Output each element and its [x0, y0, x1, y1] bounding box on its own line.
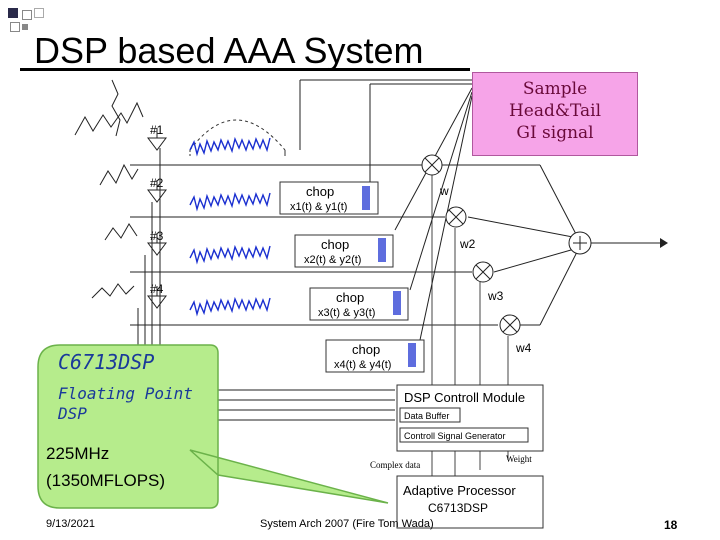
signal-trace-2: [189, 191, 271, 212]
chop-signal-4: x4(t) & y4(t): [334, 359, 391, 371]
chop-label-4: chop: [352, 342, 380, 357]
antenna-4-triangle: [147, 295, 167, 309]
weight-label-2: w2: [459, 237, 476, 251]
antenna-wave-1b: [111, 79, 121, 137]
footer-title: System Arch 2007 (Fire Tom Wada): [260, 518, 434, 530]
corner-square-3: [10, 22, 20, 32]
chop-signal-3: x3(t) & y3(t): [318, 307, 375, 319]
chop-box-4: chop x4(t) & y4(t): [325, 339, 425, 373]
corner-square-2: [22, 10, 32, 20]
antenna-wave-2: [99, 163, 139, 186]
weight-feed-label: Weight: [506, 454, 532, 464]
bubble-title: C6713DSP: [58, 350, 155, 374]
gi-signal-callout: Sample Head&Tail GI signal: [472, 72, 638, 156]
bubble-subtitle-2: DSP: [58, 404, 87, 423]
corner-square-5: [22, 24, 28, 30]
signal-lines: [130, 79, 660, 480]
chop-box-1: chop x1(t) & y1(t): [279, 181, 379, 215]
complex-data-label: Complex data: [370, 460, 420, 470]
slide-title: DSP based AAA System: [34, 30, 424, 71]
chop-label-3: chop: [336, 290, 364, 305]
bubble-flops: (1350MFLOPS): [46, 471, 166, 490]
chop-box-3: chop x3(t) & y3(t): [309, 287, 409, 321]
signal-trace-3: [189, 244, 271, 265]
chop-label-2: chop: [321, 237, 349, 252]
callout-line-3: GI signal: [516, 123, 594, 143]
chop-box-2: chop x2(t) & y2(t): [294, 234, 394, 268]
weight-label-4: w4: [515, 341, 532, 355]
data-buffer-label: Data Buffer: [404, 411, 449, 421]
antenna-1-triangle: [147, 137, 167, 151]
multiplier-group: [421, 154, 521, 336]
antenna-group: [74, 79, 167, 309]
page-number: 18: [664, 518, 678, 532]
bubble-subtitle-1: Floating Point: [58, 384, 193, 403]
dsp-bubble: [37, 344, 389, 509]
control-module: DSP Controll Module Data Buffer Controll…: [396, 384, 544, 452]
footer-date: 9/13/2021: [46, 518, 95, 530]
callout-line-1: Sample: [522, 79, 588, 99]
corner-square-4: [34, 8, 44, 18]
chop-signal-1: x1(t) & y1(t): [290, 201, 347, 213]
signal-generator-label: Controll Signal Generator: [404, 431, 506, 441]
antenna-3-triangle: [147, 242, 167, 256]
weight-label-1: w: [439, 184, 449, 198]
antenna-wave-1: [74, 101, 144, 136]
adaptive-processor-chip: C6713DSP: [428, 501, 488, 515]
title-underline: [20, 68, 470, 71]
signal-trace-1: [189, 136, 271, 157]
bubble-frequency: 225MHz: [46, 444, 110, 463]
weight-label-3: w3: [487, 289, 504, 303]
chop-label-1: chop: [306, 184, 334, 199]
antenna-label-2: #2: [150, 176, 164, 190]
adaptive-processor-title: Adaptive Processor: [403, 483, 516, 498]
antenna-wave-4: [91, 283, 135, 299]
adaptive-processor: Adaptive Processor C6713DSP: [396, 475, 544, 529]
chop-signal-2: x2(t) & y2(t): [304, 254, 361, 266]
control-module-title: DSP Controll Module: [404, 390, 525, 405]
callout-line-2: Head&Tail: [508, 101, 602, 121]
output-arrow: [660, 238, 668, 248]
corner-square-1: [8, 8, 18, 18]
antenna-label-1: #1: [150, 123, 164, 137]
summer-plus: [573, 236, 587, 250]
signal-traces: [189, 136, 271, 317]
signal-trace-4: [189, 296, 271, 317]
antenna-wave-3: [104, 223, 138, 241]
antenna-2-triangle: [147, 189, 167, 203]
